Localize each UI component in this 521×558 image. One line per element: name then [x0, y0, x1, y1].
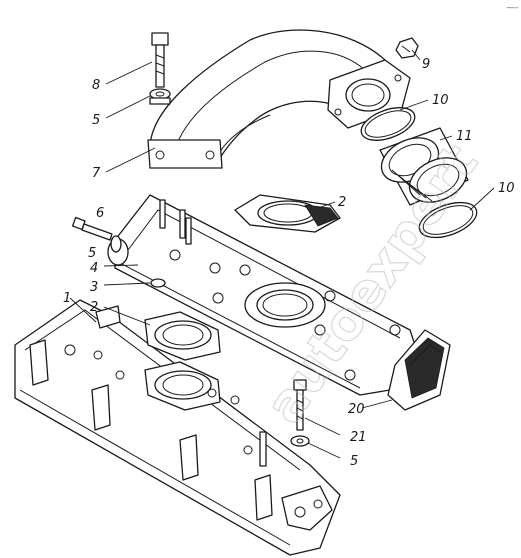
washer-5-left [110, 235, 122, 253]
callout-7: 7 [92, 166, 101, 181]
cylinder-head-1 [14, 299, 341, 556]
callout-3: 3 [90, 280, 98, 295]
callout-10-lower: 10 [498, 181, 515, 196]
washer-5-top [149, 88, 171, 105]
bolt-8 [151, 32, 169, 88]
callout-2-lower: 2 [90, 300, 98, 315]
o-ring-3 [150, 278, 166, 288]
connector-sleeve-11 [379, 127, 469, 206]
callout-20: 20 [348, 402, 365, 417]
callout-9: 9 [422, 57, 430, 72]
bolt-6 [71, 216, 113, 241]
exhaust-flange-20 [387, 329, 451, 411]
intake-elbow-pipe [147, 29, 411, 169]
gasket-ring-10-lower [418, 201, 478, 239]
corner-mark: —- [506, 3, 518, 13]
callout-10-upper: 10 [432, 93, 449, 108]
callout-4: 4 [90, 261, 98, 276]
nut-9 [395, 37, 419, 59]
callout-11: 11 [456, 129, 473, 144]
callout-8: 8 [92, 78, 100, 93]
gasket-ring-10-upper [360, 107, 416, 141]
washer-5-bottom [290, 435, 310, 447]
callout-5-top: 5 [92, 113, 100, 128]
callout-5-bottom: 5 [350, 454, 358, 469]
callout-1: 1 [63, 291, 71, 306]
leader-lines [69, 49, 495, 459]
callout-21: 21 [350, 430, 367, 445]
callout-5-left: 5 [88, 246, 96, 261]
callout-6: 6 [96, 206, 104, 221]
callout-2-upper: 2 [338, 195, 346, 210]
bolt-21 [293, 379, 307, 431]
